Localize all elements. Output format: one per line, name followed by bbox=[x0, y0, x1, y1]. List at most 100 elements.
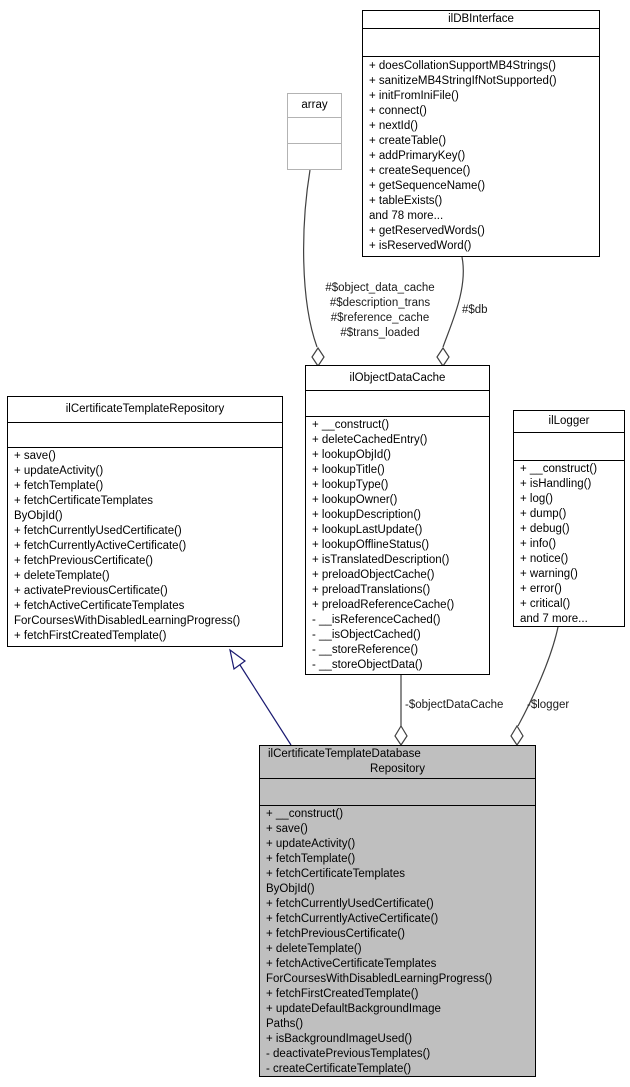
method-text: Paths() bbox=[266, 1018, 304, 1030]
method-text: + fetchActiveCertificateTemplates bbox=[14, 600, 185, 612]
class-title: ilCertificateTemplateRepository bbox=[8, 397, 282, 423]
class-methods: + __construct()+ save()+ updateActivity(… bbox=[260, 806, 535, 1076]
class-attributes-empty bbox=[8, 423, 282, 448]
edge-label-array-objectdatacache: #$object_data_cache #$description_trans #$… bbox=[298, 281, 462, 341]
method-text: + deleteTemplate() bbox=[266, 943, 362, 955]
method-text: + createTable() bbox=[369, 135, 447, 147]
method-text: + lookupDescription() bbox=[312, 509, 421, 521]
method-text: + dump() bbox=[520, 508, 567, 520]
class-box-array[interactable]: array bbox=[287, 93, 342, 170]
class-methods: + doesCollationSupportMB4Strings() + sani… bbox=[363, 57, 599, 256]
aggregation-diamond-icon bbox=[394, 724, 408, 747]
edge-label-text: #$description_trans bbox=[329, 297, 431, 309]
method-text: + fetchPreviousCertificate() bbox=[14, 555, 154, 567]
method-text: + getSequenceName() bbox=[369, 180, 486, 192]
class-attributes-empty bbox=[363, 29, 599, 57]
class-box-ildbinterface[interactable]: ilDBInterface + doesCollationSupportMB4S… bbox=[362, 10, 600, 257]
method-text: + fetchTemplate() bbox=[14, 480, 104, 492]
method-text: + preloadReferenceCache() bbox=[312, 599, 455, 611]
edge-line bbox=[442, 256, 464, 348]
method-text: + fetchCurrentlyUsedCertificate() bbox=[14, 525, 182, 537]
class-methods: + __construct() + isHandling() + log() + du… bbox=[514, 461, 624, 626]
method-text: + __construct() bbox=[312, 419, 390, 431]
method-text: + sanitizeMB4StringIfNotSupported() bbox=[369, 75, 557, 87]
method-text: - __storeReference() bbox=[312, 644, 419, 656]
class-box-ilobjectdatacache[interactable]: ilObjectDataCache + __construct() + delet… bbox=[305, 365, 490, 675]
edge-line bbox=[303, 169, 318, 348]
class-title: ilLogger bbox=[514, 411, 624, 433]
method-text: + doesCollationSupportMB4Strings() bbox=[369, 60, 556, 72]
method-text: + notice() bbox=[520, 553, 569, 565]
edge-line bbox=[239, 664, 292, 746]
method-text: + error() bbox=[520, 583, 562, 595]
edge-label-text: #$reference_cache bbox=[330, 312, 430, 324]
method-text: + activatePreviousCertificate() bbox=[14, 585, 168, 597]
method-text: + addPrimaryKey() bbox=[369, 150, 466, 162]
method-text: + createSequence() bbox=[369, 165, 471, 177]
method-text: + fetchCertificateTemplates bbox=[14, 495, 154, 507]
inheritance-edge-dbrepository-templaterepository bbox=[229, 648, 292, 746]
class-box-illogger[interactable]: ilLogger + __construct()+ isHandling()+ … bbox=[513, 410, 625, 627]
method-text: + fetchActiveCertificateTemplates bbox=[266, 958, 437, 970]
method-text: and 78 more... bbox=[369, 210, 444, 222]
class-attributes-empty bbox=[288, 118, 341, 144]
aggregation-diamond-icon bbox=[311, 346, 325, 368]
class-title: ilDBInterface bbox=[363, 11, 599, 29]
edge-label-objectdatacache: -$objectDataCache bbox=[405, 699, 504, 711]
method-text: + fetchCertificateTemplates bbox=[266, 868, 406, 880]
class-title-text: ilObjectDataCache bbox=[349, 371, 446, 384]
method-text: + fetchPreviousCertificate() bbox=[266, 928, 406, 940]
class-methods-empty bbox=[288, 144, 341, 169]
class-title-text: ilCertificateTemplateDatabase bbox=[268, 748, 421, 760]
method-text: + info() bbox=[520, 538, 557, 550]
method-text: + getReservedWords() bbox=[369, 225, 485, 237]
class-attributes-empty bbox=[514, 433, 624, 461]
method-text: and 7 more... bbox=[520, 613, 588, 625]
class-methods: + __construct() + deleteCachedEntry() + lo… bbox=[306, 417, 489, 674]
method-text: + updateActivity() bbox=[14, 465, 104, 477]
method-text: + deleteCachedEntry() bbox=[312, 434, 428, 446]
method-text: + preloadTranslations() bbox=[312, 584, 431, 596]
method-text: ByObjId() bbox=[14, 510, 63, 522]
class-attributes-empty bbox=[306, 391, 489, 417]
class-title-text: ilCertificateTemplateRepository bbox=[65, 403, 225, 415]
method-text: + log() bbox=[520, 493, 553, 505]
method-text: + isReservedWord() bbox=[369, 240, 472, 252]
method-text: + isHandling() bbox=[520, 478, 592, 490]
method-text: + updateActivity() bbox=[266, 838, 356, 850]
method-text: - createCertificateTemplate() bbox=[266, 1063, 412, 1075]
method-text: + preloadObjectCache() bbox=[312, 569, 435, 581]
aggregation-edge-dbinterface-objectdatacache bbox=[436, 256, 464, 368]
method-text: + tableExists() bbox=[369, 195, 443, 207]
method-text: + save() bbox=[14, 450, 56, 462]
class-title-text: ilLogger bbox=[548, 415, 590, 427]
method-text: + fetchCurrentlyActiveCertificate() bbox=[266, 913, 439, 925]
method-text: ForCoursesWithDisabledLearningProgress() bbox=[266, 973, 493, 985]
edge-label-text: #$object_data_cache bbox=[325, 282, 435, 294]
class-box-ilcertificatetemplaterepository[interactable]: ilCertificateTemplateRepository + save()… bbox=[7, 396, 283, 647]
method-text: + isTranslatedDescription() bbox=[312, 554, 450, 566]
method-text: + __construct() bbox=[520, 463, 598, 475]
class-methods: + save() + updateActivity() + fetchTemplat… bbox=[8, 448, 282, 646]
method-text: + lookupOfflineStatus() bbox=[312, 539, 430, 551]
edge-line bbox=[517, 626, 559, 727]
class-attributes-empty bbox=[260, 779, 535, 806]
method-text: + fetchCurrentlyUsedCertificate() bbox=[266, 898, 434, 910]
edge-label-logger: -$logger bbox=[527, 699, 570, 711]
method-text: + debug() bbox=[520, 523, 570, 535]
aggregation-diamond-icon bbox=[436, 346, 450, 368]
method-text: + fetchCurrentlyActiveCertificate() bbox=[14, 540, 187, 552]
method-text: + lookupLastUpdate() bbox=[312, 524, 423, 536]
method-text: + lookupOwner() bbox=[312, 494, 398, 506]
method-text: - __isReferenceCached() bbox=[312, 614, 441, 626]
method-text: + updateDefaultBackgroundImage bbox=[266, 1003, 441, 1015]
method-text: + lookupObjId() bbox=[312, 449, 391, 461]
method-text: + save() bbox=[266, 823, 308, 835]
aggregation-diamond-icon bbox=[510, 724, 524, 747]
method-text: + nextId() bbox=[369, 120, 418, 132]
method-text: + lookupTitle() bbox=[312, 464, 385, 476]
method-text: + fetchFirstCreatedTemplate() bbox=[14, 630, 167, 642]
